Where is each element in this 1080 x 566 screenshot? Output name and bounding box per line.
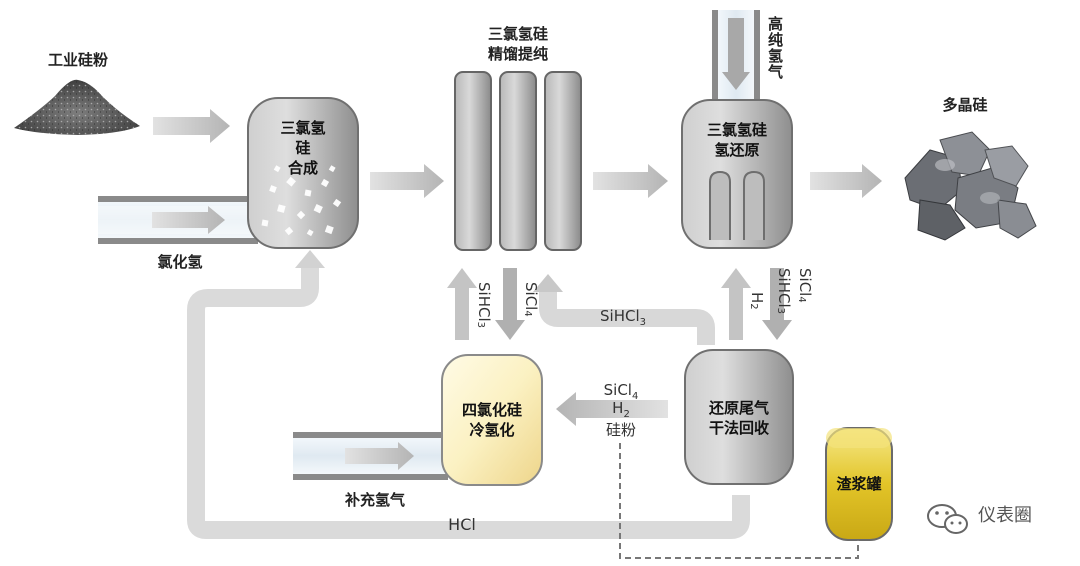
flow-sihcl3-up-sub: 3: [475, 321, 486, 328]
label-tail-gas-line1: 还原尾气: [708, 399, 769, 417]
arrow-sicl4-sihcl3-down: [762, 268, 792, 340]
flow-sicl4-down-base: SiCl: [522, 282, 540, 311]
sihcl3-return-loop: [539, 290, 715, 345]
label-stc-line1: 四氯化硅: [461, 401, 522, 419]
flow-sihcl3-return-base: SiHCl: [600, 307, 640, 325]
label-slurry-tank: 渣浆罐: [836, 475, 882, 493]
flow-mix-sicl4-sub: 4: [631, 391, 639, 402]
high-purity-hydrogen-pipe: [712, 10, 760, 110]
label-hydrogen-chloride: 氯化氢: [157, 253, 203, 271]
label-tcs-synthesis: 三氯氢 硅 合成: [248, 118, 358, 178]
label-stc-cold-hydrogenation: 四氯化硅 冷氢化: [442, 400, 542, 440]
label-tcs-reduction: 三氯氢硅 氢还原: [682, 120, 792, 160]
industrial-silicon-powder-image: [14, 79, 140, 135]
supplementary-hydrogen-pipe: [293, 432, 448, 480]
arrow-sihcl3-up: [447, 268, 477, 340]
arrow-tailgas-to-coldhydro: [556, 392, 668, 426]
arrow-synthesis-to-distillation: [370, 164, 444, 198]
flow-sicl4-right: SiCl4: [793, 268, 814, 303]
flow-mix-sicl4: SiCl4: [598, 382, 644, 405]
label-tail-gas-line2: 干法回收: [708, 419, 769, 437]
hcl-recycle-arrowhead: [295, 250, 325, 268]
label-tcs-distillation: 三氯氢硅 精馏提纯: [458, 24, 578, 64]
label-tcs-distillation-line1: 三氯氢硅: [487, 25, 548, 43]
label-tail-gas-recovery: 还原尾气 干法回收: [685, 398, 793, 438]
flow-hcl: HCl: [448, 515, 476, 534]
arrow-distillation-to-reduction: [593, 164, 668, 198]
tcs-synthesis-vessel: [247, 97, 359, 249]
arrow-powder-to-synthesis: [153, 109, 230, 143]
label-supplementary-hydrogen: 补充氢气: [344, 491, 405, 509]
label-tcs-reduction-line2: 氢还原: [714, 141, 760, 159]
label-industrial-silicon-powder: 工业硅粉: [47, 51, 108, 69]
flow-mix-sicl4-base: SiCl: [603, 381, 632, 399]
wechat-icon: [927, 504, 968, 534]
flow-sicl4-right-sub: 4: [796, 296, 807, 303]
stc-cold-hydrogenation-vessel: [441, 354, 543, 486]
flow-sihcl3-up-base: SiHCl: [475, 282, 493, 322]
flow-mix-h2-sub: 2: [623, 409, 630, 420]
flow-h2-up-sub: 2: [748, 303, 759, 310]
label-tcs-synthesis-line3: 合成: [287, 159, 318, 177]
sihcl3-return-arrowhead: [533, 274, 563, 292]
label-tcs-synthesis-line2: 硅: [295, 139, 311, 157]
slurry-tank: [825, 427, 893, 541]
flow-mix-h2: H2: [598, 400, 644, 423]
tcs-reduction-vessel: [681, 99, 793, 249]
label-tcs-synthesis-line1: 三氯氢: [280, 119, 326, 137]
arrow-reduction-to-polysilicon: [810, 164, 882, 198]
flow-sicl4-down: SiCl4: [519, 282, 540, 317]
dashed-line-to-slurry-tank: [619, 443, 859, 559]
polysilicon-image: [904, 131, 1037, 241]
tcs-distillation-columns: [454, 71, 582, 251]
label-watermark: 仪表圈: [978, 505, 1032, 526]
tail-gas-recovery-vessel: [684, 349, 794, 485]
flow-sihcl3-right-sub: 3: [775, 307, 786, 314]
hydrogen-chloride-pipe: [98, 196, 258, 244]
arrow-sicl4-down: [495, 268, 525, 340]
label-stc-line2: 冷氢化: [469, 421, 515, 439]
flow-sihcl3-return-sub: 3: [639, 317, 646, 328]
flow-sihcl3-right-base: SiHCl: [775, 268, 793, 308]
flow-sicl4-right-base: SiCl: [796, 268, 814, 297]
flow-sicl4-down-sub: 4: [522, 310, 533, 317]
label-tcs-distillation-line2: 精馏提纯: [487, 45, 548, 63]
flow-mix-powder: 硅粉: [605, 421, 636, 439]
flow-mix-h2-base: H: [612, 399, 624, 417]
arrow-h2-up: [721, 268, 751, 340]
flow-h2-up: H2: [745, 292, 766, 310]
hcl-recycle-loop: [187, 262, 750, 539]
flow-sihcl3-return: SiHCl3: [600, 308, 646, 331]
label-tcs-reduction-line1: 三氯氢硅: [706, 121, 767, 139]
flow-sihcl3-up: SiHCl3: [472, 282, 493, 328]
flow-h2-up-base: H: [748, 292, 766, 304]
label-polysilicon: 多晶硅: [942, 96, 988, 114]
flow-sihcl3-right: SiHCl3: [772, 268, 793, 314]
label-high-purity-hydrogen: 高纯氢气: [766, 16, 784, 80]
